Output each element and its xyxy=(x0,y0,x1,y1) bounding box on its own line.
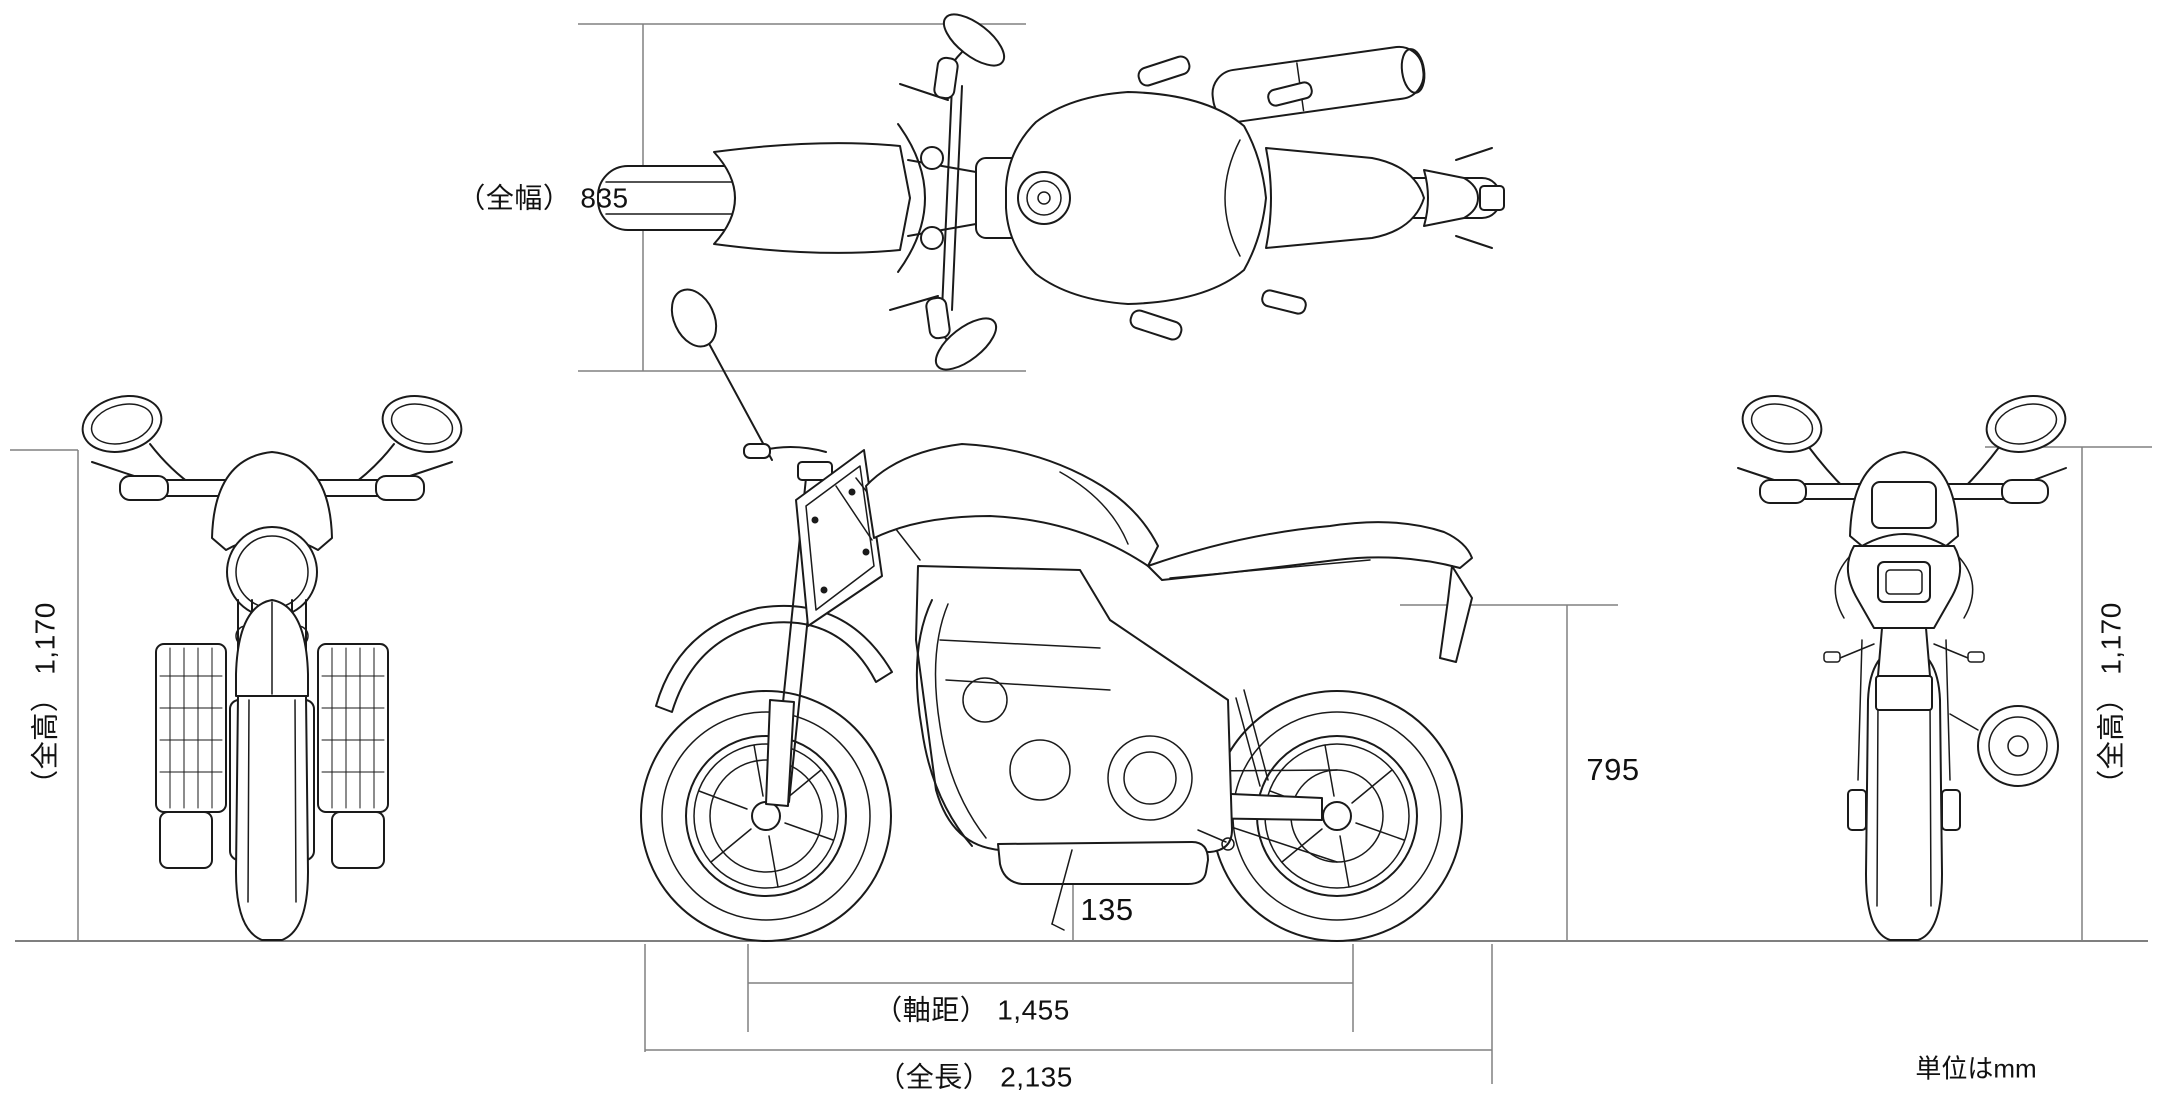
overall-width-value: 835 xyxy=(580,182,629,214)
overall-height-right-caption: （全高） xyxy=(2095,683,2127,798)
overall-length-label: （全長）2,135 xyxy=(877,1061,1073,1094)
wheelbase-label: （軸距）1,455 xyxy=(874,994,1070,1027)
wheelbase-dimension-lines xyxy=(747,944,1354,1032)
overall-length-value: 2,135 xyxy=(1000,1061,1073,1093)
seat-height-dimension-lines xyxy=(1400,604,1618,941)
top-view-drawing xyxy=(597,13,1505,371)
side-view-drawing xyxy=(640,288,1473,942)
overall-length-caption: （全長） xyxy=(877,1061,992,1093)
overall-length-dimension-lines xyxy=(644,944,1493,1084)
ground-clearance-value: 135 xyxy=(1080,891,1134,927)
ground-clearance-label: 135 xyxy=(1080,891,1134,927)
front-view-drawing xyxy=(81,395,463,941)
overall-width-label: （全幅）835 xyxy=(457,182,629,215)
seat-height-value: 795 xyxy=(1586,751,1640,787)
overall-height-right-label: （全高） 1,170 xyxy=(2095,602,2128,798)
overall-height-right-value: 1,170 xyxy=(2095,602,2127,675)
rear-view-drawing xyxy=(1737,395,2067,941)
overall-height-left-label: （全高） 1,170 xyxy=(29,602,62,798)
wheelbase-caption: （軸距） xyxy=(874,994,989,1026)
seat-height-label: 795 xyxy=(1586,751,1640,787)
wheelbase-value: 1,455 xyxy=(997,994,1070,1026)
overall-width-caption: （全幅） xyxy=(457,182,572,214)
units-note: 単位はmm xyxy=(1915,1053,2037,1084)
overall-height-left-caption: （全高） xyxy=(29,683,61,798)
overall-height-left-value: 1,170 xyxy=(29,602,61,675)
overall-height-left-dimension-lines xyxy=(10,449,79,941)
